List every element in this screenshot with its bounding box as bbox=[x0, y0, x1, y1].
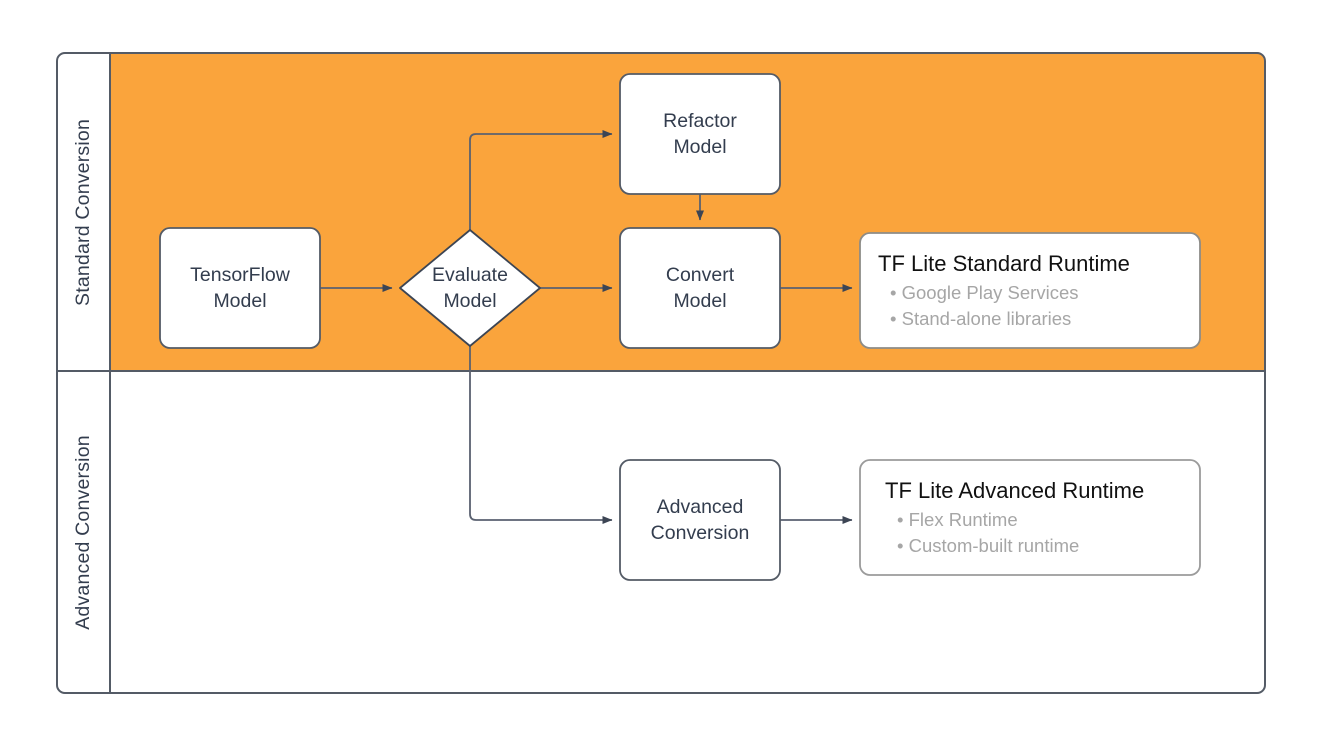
node-advanced-conversion[interactable] bbox=[619, 459, 781, 581]
node-tensorflow-model[interactable] bbox=[159, 227, 321, 349]
pool-border bbox=[56, 52, 1266, 694]
node-evaluate-model[interactable] bbox=[399, 229, 541, 347]
node-tf-lite-standard-runtime[interactable] bbox=[859, 232, 1201, 349]
node-convert-model[interactable] bbox=[619, 227, 781, 349]
edge-layer bbox=[320, 130, 853, 524]
edge-evaluate-to-refactor bbox=[469, 130, 613, 230]
edge-evaluate-to-advanced-conversion bbox=[469, 346, 613, 524]
node-layer bbox=[159, 73, 1201, 581]
node-refactor-model[interactable] bbox=[619, 73, 781, 195]
node-tf-lite-advanced-runtime[interactable] bbox=[859, 459, 1201, 576]
